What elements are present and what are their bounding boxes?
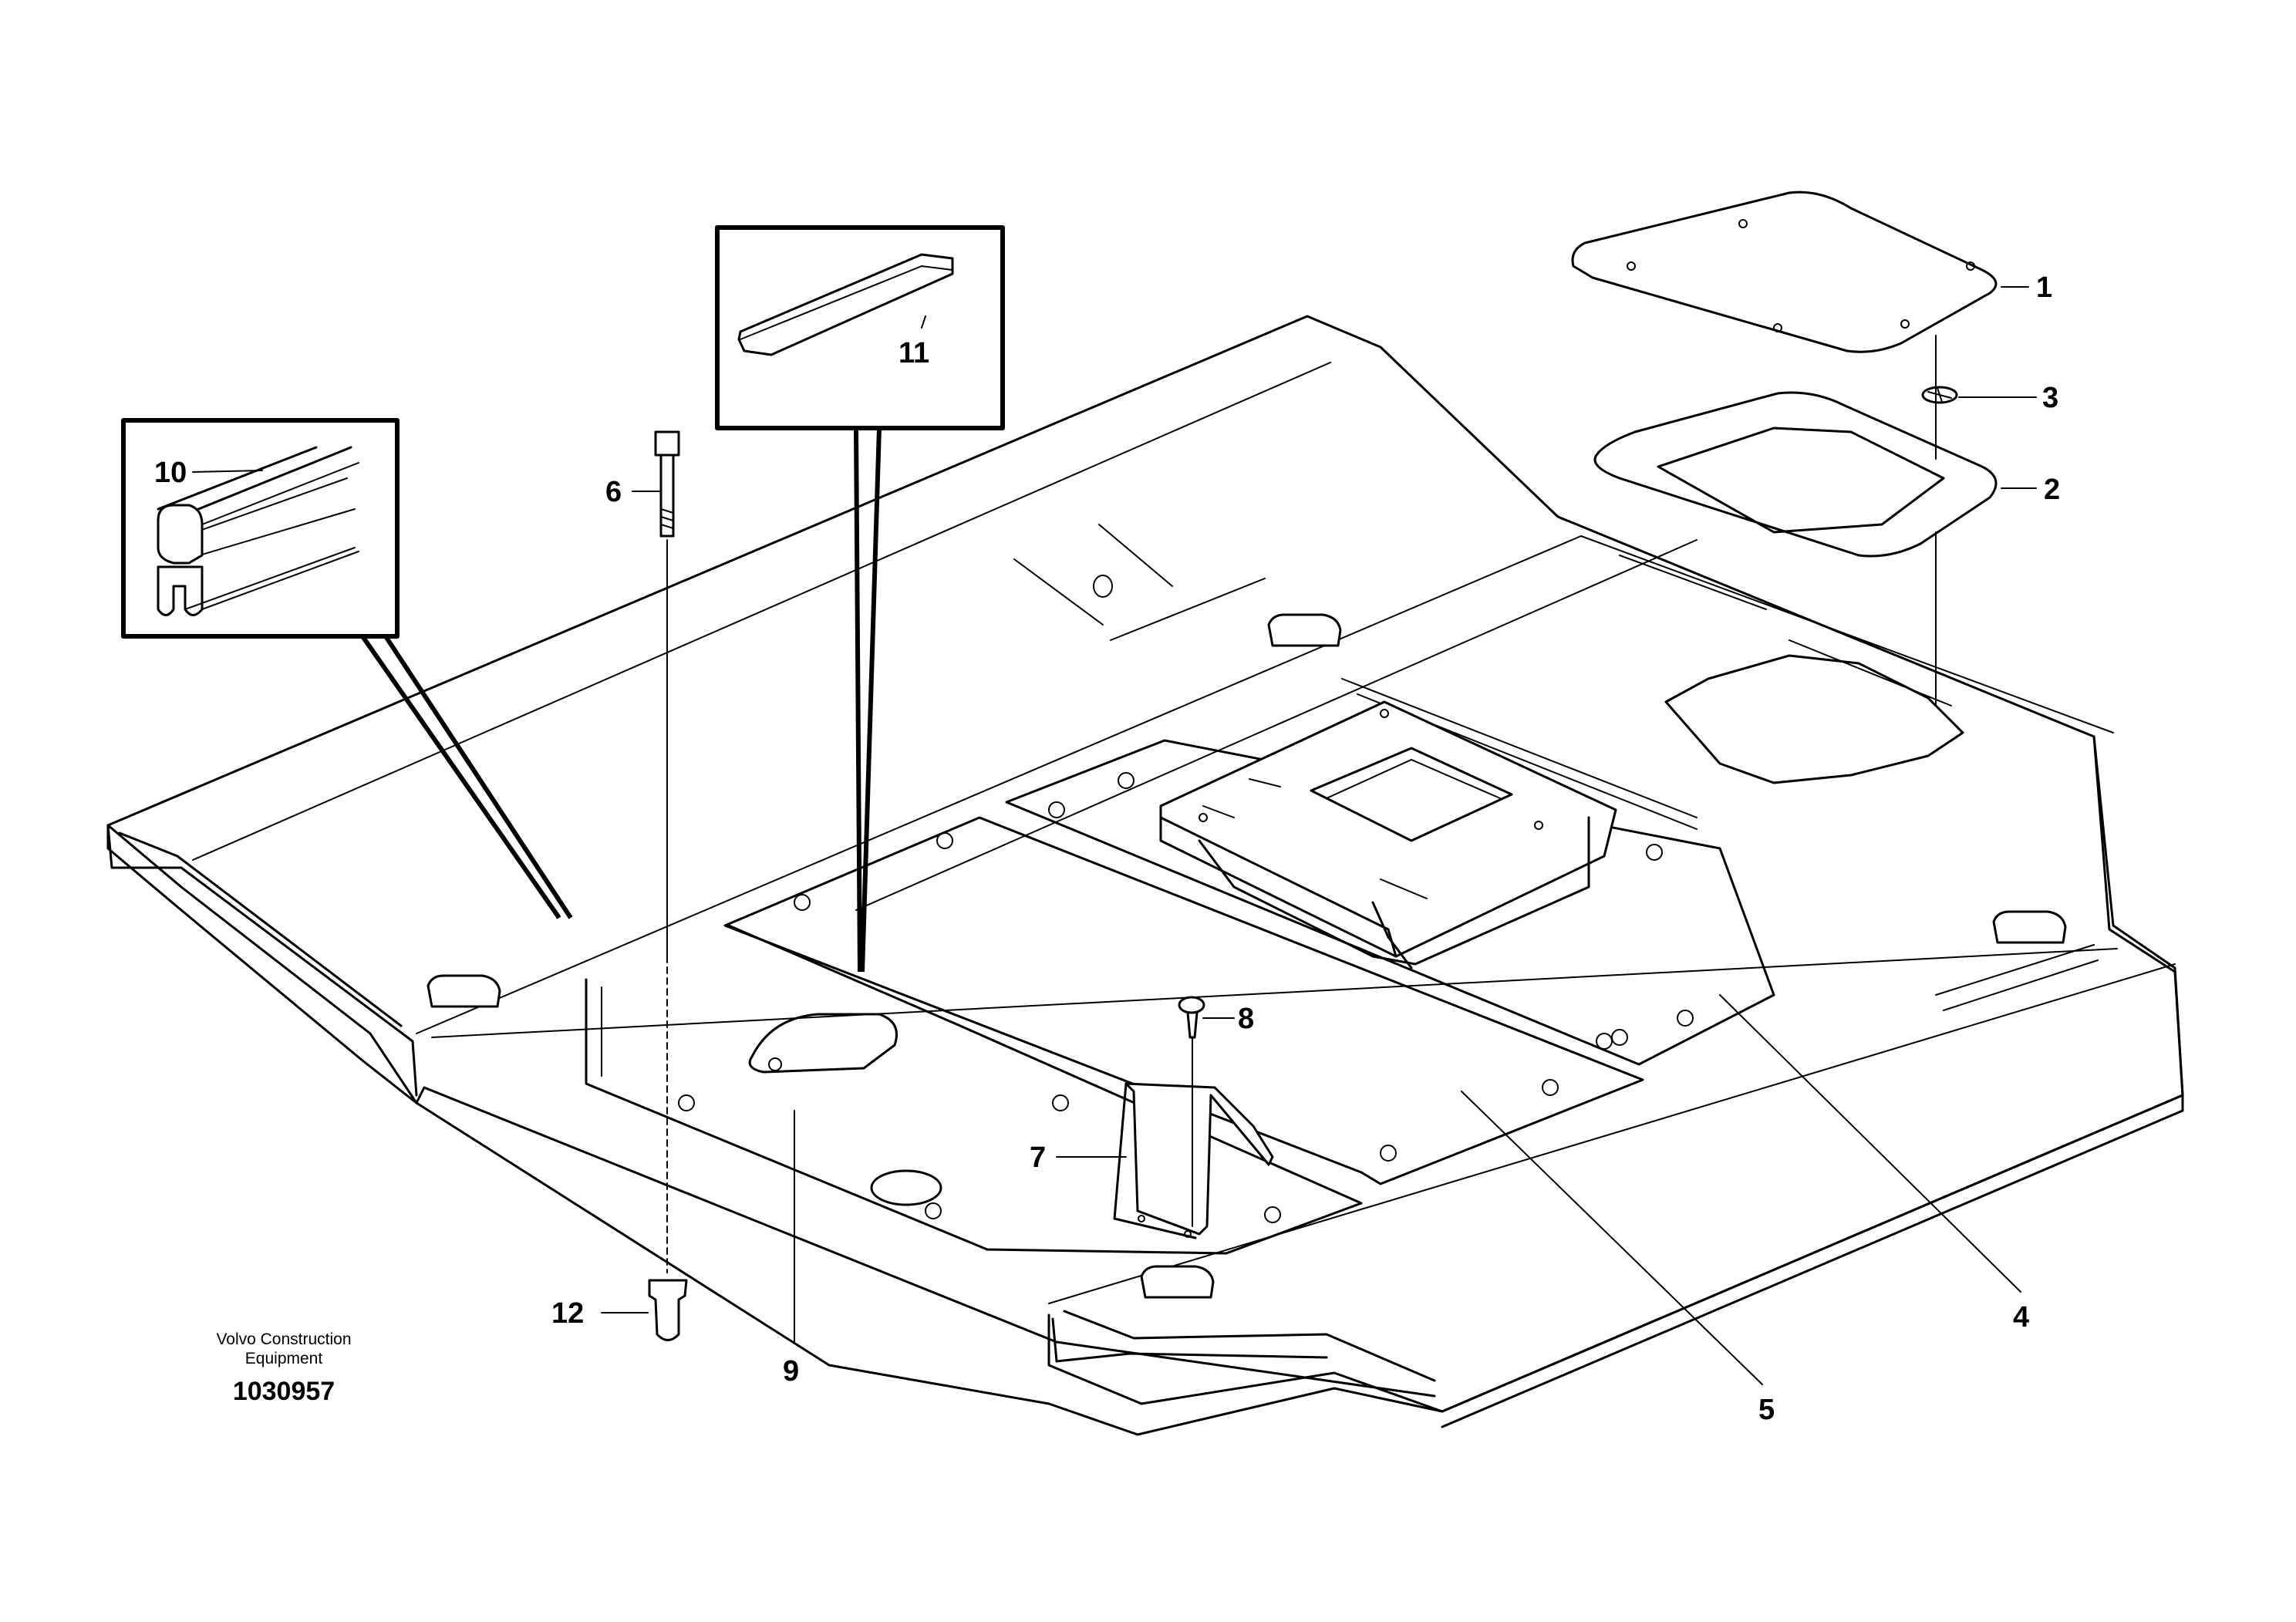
gasket-frame (1593, 391, 1998, 558)
leader-lines (192, 286, 2037, 1385)
callout-9: 9 (783, 1355, 799, 1388)
callout-7: 7 (1030, 1141, 1046, 1174)
caption-line-1: Volvo Construction (216, 1330, 351, 1348)
callout-8: 8 (1238, 1003, 1254, 1035)
callout-11: 11 (899, 337, 929, 369)
lid-cover (1571, 191, 1998, 353)
publisher-caption: Volvo Construction Equipment 1030957 (216, 1330, 351, 1406)
clip-nut (1921, 386, 1958, 404)
callout-labels: 1 2 3 4 5 6 7 8 9 10 11 12 (154, 271, 2060, 1426)
console-box (1159, 700, 1617, 969)
rubber-pads (426, 613, 2067, 1299)
callout-12: 12 (551, 1297, 584, 1330)
floor-plate (106, 315, 2184, 1436)
bracket (1113, 1082, 1274, 1239)
callout-4: 4 (2013, 1301, 2029, 1334)
callout-6: 6 (605, 476, 622, 508)
callout-3: 3 (2042, 382, 2058, 414)
floor-opening (1664, 654, 1964, 784)
rivet-nut (648, 1279, 688, 1341)
strip-detail-inset (715, 225, 1005, 973)
bolt (654, 430, 680, 1273)
screw (1178, 996, 1205, 1227)
callout-1: 1 (2036, 271, 2052, 304)
caption-line-2: Equipment (245, 1350, 323, 1367)
document-number: 1030957 (233, 1377, 335, 1406)
cover-plate (585, 924, 1363, 1255)
top-marking (1013, 524, 1266, 641)
right-plate (1005, 739, 1775, 1066)
callout-5: 5 (1758, 1394, 1775, 1426)
callout-2: 2 (2044, 474, 2060, 506)
seal-detail-inset (121, 418, 573, 919)
callout-10: 10 (154, 457, 187, 489)
